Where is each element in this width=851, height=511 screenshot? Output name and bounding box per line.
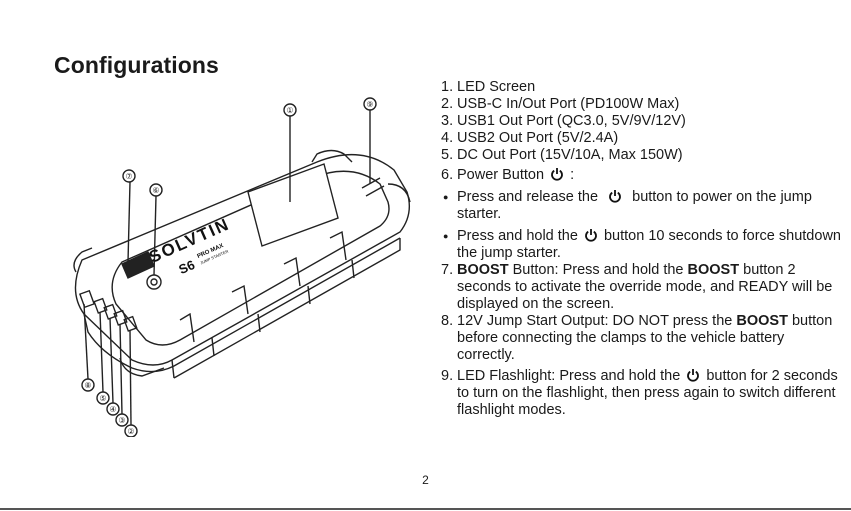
page-number: 2 [422,473,429,487]
callout-7: ⑦ [125,172,132,181]
device-figure: ① ⑨ ⑦ ⑥ ⑧ ⑤ ④ ③ ② SOLVTIN S6 PRO MAX JUM… [62,92,422,438]
list-item: 7. BOOST Button: Press and hold the BOOS… [441,262,833,312]
power-icon [551,168,563,181]
list-item: 4.USB2 Out Port (5V/2.4A) [441,130,619,146]
list-item: 3.USB1 Out Port (QC3.0, 5V/9V/12V) [441,113,686,129]
list-item: 5.DC Out Port (15V/10A, Max 150W) [441,147,683,163]
callout-6: ⑥ [152,186,159,195]
callout-4: ④ [109,405,116,414]
list-item: 9. LED Flashlight: Press and hold the bu… [441,368,838,418]
callout-5: ⑤ [99,394,106,403]
callout-9: ⑨ [366,100,373,109]
callout-3: ③ [118,416,125,425]
power-icon [687,369,700,382]
list-item: 8. 12V Jump Start Output: DO NOT press t… [441,313,833,363]
callout-8: ⑧ [84,381,91,390]
list-item: 2.USB-C In/Out Port (PD100W Max) [441,96,680,112]
power-icon [609,190,621,203]
list-item: ● Press and hold the button 10 seconds t… [443,228,841,261]
list-item: 1.LED Screen [441,79,536,95]
bottom-rule [0,508,851,510]
jump-starter-illustration: ① ⑨ ⑦ ⑥ ⑧ ⑤ ④ ③ ② SOLVTIN S6 PRO MAX JUM… [73,97,411,438]
configuration-list: 1.LED Screen 2.USB-C In/Out Port (PD100W… [441,79,841,419]
callout-2: ② [127,427,134,436]
power-icon [585,229,597,242]
list-item: 6. Power Button : [441,167,575,183]
callout-1: ① [286,106,293,115]
list-item: ● Press and release the button to power … [443,189,812,222]
page-title: Configurations [54,52,219,78]
model-name: S6 [176,257,197,277]
